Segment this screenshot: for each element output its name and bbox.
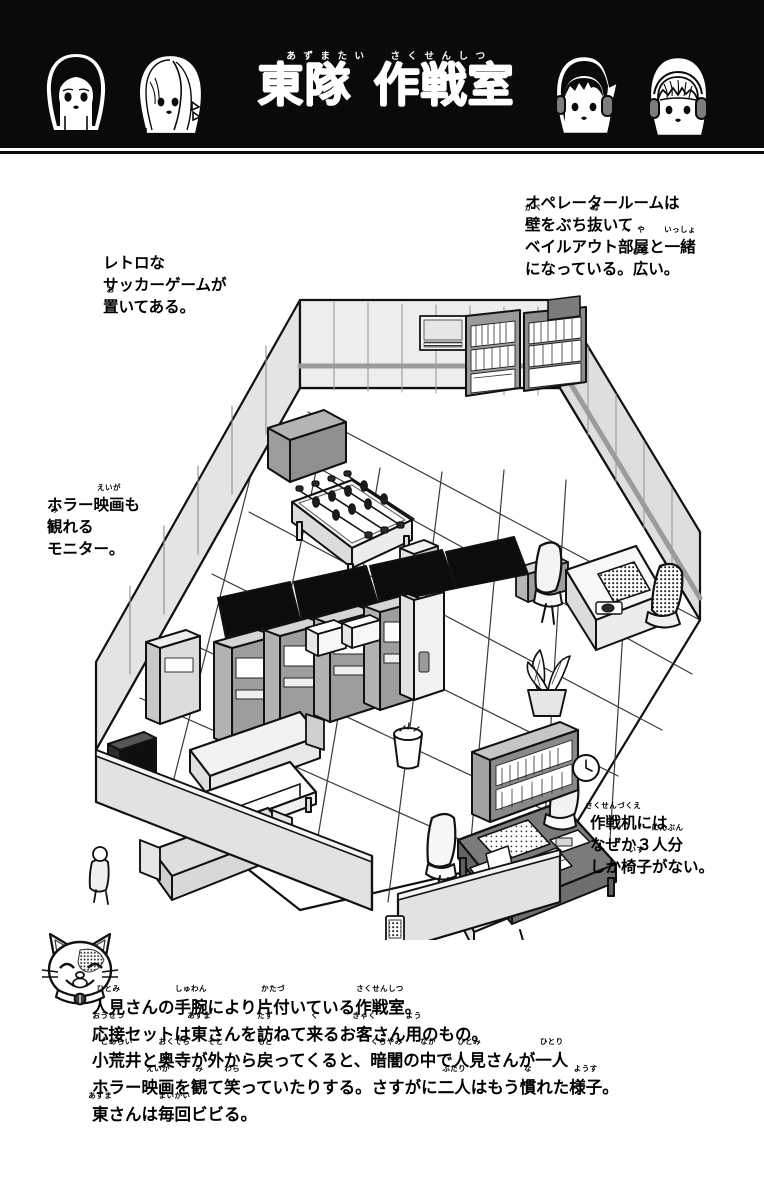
title-text-sakusenshitsu: 作戦室 [373,57,515,112]
header-banner: あずまたい さくせんしつ 東隊 作戦室 [0,0,764,140]
wall-shelf-unit-b [523,295,587,392]
character-face-dark-bob-girl [40,50,106,136]
cat-face-mascot [41,932,119,1006]
wall-clock [572,754,600,782]
furigana-sakusenshitsu: さくせんしつ [390,51,486,62]
character-face-dark-hair-operator [548,52,620,138]
potted-plant [526,649,571,717]
caption-line-1: ひとみ人見さんのしゅわん手腕によりかたづ片付いているさくせんしつ作戦室。 [92,984,422,1017]
annotation-retro-soccer-game: レトロな サッカーゲームが お置いてある。 [103,254,227,316]
caption-line-2: おうせつ応接セットはあずま東さんをたず訪ねてく来るおきゃく客さんよう用のもの。 [92,1010,488,1044]
title-furigana: あずまたい さくせんしつ [246,52,526,62]
trash-bin [393,722,423,770]
wall-monitor-unit [419,315,467,351]
foosball-table [290,470,415,581]
page-title: あずまたい さくせんしつ 東隊 作戦室 [246,52,526,108]
chair-far-right [645,562,684,629]
cat-whiskers [41,969,119,978]
operations-room-illustration [88,295,703,940]
furigana-azumatai: あずまたい [286,51,365,62]
wall-shelf-unit-a [465,309,521,397]
header-divider [0,140,764,148]
wall-right-panels [587,346,673,577]
title-text-azumatai: 東隊 [257,57,352,112]
character-face-light-hair-operator [640,54,709,140]
sofa-armrest [305,713,325,751]
page-caption: ひとみ人見さんのしゅわん手腕によりかたづ片付いているさくせんしつ作戦室。 おうせ… [88,984,752,1129]
caption-line-4: ホラーえいが映画をみ観てわら笑っていたりする。さすがにふたり二人はもうな慣れたよ… [92,1064,619,1098]
caption-line-3: こあらい小荒井とおくでら奥寺がそと外からもど戻ってくると、くらやみ暗闇のなか中で… [92,1037,569,1071]
cat-eye-right [87,962,103,969]
character-face-blonde-girl [130,52,204,138]
shelf-unit-right-floor [471,721,580,824]
console-screen [597,561,651,603]
cat-eye-patch [77,948,105,973]
operator-console [564,544,666,651]
cat-eye-left [59,962,75,969]
cat-nose [75,971,85,979]
equipment-boxes [305,614,381,657]
left-equipment-panel [145,629,201,725]
annotation-horror-movie-monitor: ホラーえいが映画も み観れる モニター。 [47,483,141,558]
wall-keypad [385,915,405,940]
wall-left-panels [129,345,267,675]
operator-chair-right [533,541,563,625]
caption-line-5: あずま東さんはまいかい毎回ビビる。 [88,1090,257,1124]
annotation-operator-room: オペレータールームは かべ壁をぶちぬ抜いて ベイルアウトへ部や屋といっしょ一緒 … [524,194,697,278]
left-small-chair [88,846,110,905]
left-wall-cabinet [267,409,347,483]
foosball-figures [312,480,388,521]
